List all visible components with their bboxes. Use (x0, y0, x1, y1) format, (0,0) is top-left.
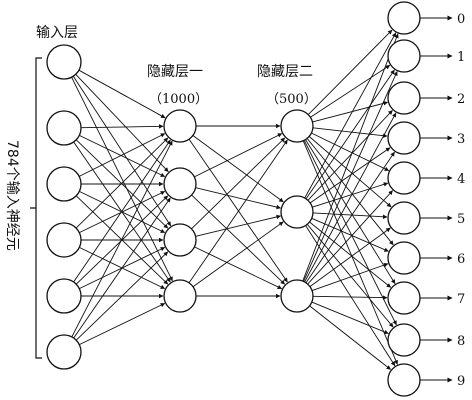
output-label-4: 4 (457, 172, 465, 187)
hidden-layer-2-title: 隐藏层二 (257, 64, 313, 80)
output-label-7: 7 (457, 292, 465, 307)
edge-hidden2-1-to-output-3 (312, 101, 389, 123)
input-bracket (30, 57, 42, 359)
edge-hidden2-3-to-output-4 (305, 151, 395, 284)
output-neuron-10 (387, 363, 421, 397)
edge-hidden2-3-to-output-8 (312, 295, 388, 300)
edge-hidden2-2-to-output-9 (306, 224, 394, 328)
edge-input-1-to-hidden1-3 (72, 75, 172, 227)
edge-hidden2-2-to-output-5 (312, 182, 389, 208)
output-label-0: 0 (457, 12, 465, 27)
input-neuron-2 (46, 110, 82, 146)
edge-hidden2-2-to-output-3 (307, 110, 393, 201)
edge-input-1-to-hidden1-1 (78, 69, 166, 119)
edge-hidden2-2-to-output-6 (312, 212, 388, 220)
edge-input-5-to-hidden1-1 (73, 139, 171, 283)
edge-input-3-to-hidden1-1 (78, 133, 166, 177)
edge-hidden1-2-to-hidden2-2 (195, 187, 281, 210)
hidden1-neuron-2 (163, 167, 197, 201)
hidden2-neuron-2 (280, 195, 314, 229)
hidden1-neuron-1 (163, 109, 197, 143)
edge-hidden2-3-to-output-6 (309, 227, 391, 287)
input-neuron-6 (46, 334, 82, 370)
input-neuron-3 (46, 166, 82, 202)
edge-hidden2-1-to-output-1 (307, 29, 393, 115)
edge-hidden1-3-to-hidden2-2 (195, 214, 281, 237)
output-neuron-7 (387, 241, 421, 275)
edge-hidden2-1-to-output-4 (312, 127, 388, 138)
edge-input-5-to-hidden1-2 (75, 195, 169, 285)
connection-edges (71, 29, 399, 370)
output-neuron-6 (387, 201, 421, 235)
input-neuron-5 (46, 278, 82, 314)
output-label-6: 6 (457, 252, 465, 267)
input-neuron-count-label: 784个输入神经元 (4, 140, 20, 251)
edge-hidden2-1-to-output-2 (310, 64, 391, 118)
output-label-9: 9 (457, 374, 465, 389)
hidden-layer-2-count: （500） (266, 92, 317, 107)
output-neuron-8 (387, 281, 421, 315)
hidden2-neuron-3 (280, 279, 314, 313)
edge-hidden1-1-to-hidden2-3 (188, 138, 288, 283)
output-neuron-5 (387, 161, 421, 195)
output-arrows: 0 1 2 3 4 5 6 7 8 9 (420, 12, 465, 389)
edge-hidden2-1-to-output-6 (308, 136, 392, 208)
output-neuron-1 (387, 1, 421, 35)
neuron-nodes (46, 1, 421, 397)
edge-hidden1-4-to-hidden2-1 (188, 139, 288, 284)
edge-input-6-to-hidden1-2 (73, 197, 171, 339)
edge-hidden2-3-to-output-9 (311, 301, 389, 335)
hidden-layer-1-title: 隐藏层一 (147, 64, 203, 80)
edge-hidden2-3-to-output-7 (311, 262, 389, 292)
edge-input-4-to-hidden1-1 (75, 137, 169, 229)
edge-hidden1-3-to-hidden2-1 (191, 137, 286, 230)
hidden1-neuron-4 (163, 279, 197, 313)
output-neuron-4 (387, 121, 421, 155)
edge-input-6-to-hidden1-3 (75, 251, 169, 341)
edge-input-2-to-hidden1-1 (80, 124, 164, 129)
edge-hidden1-2-to-hidden2-3 (191, 194, 286, 285)
edge-input-4-to-hidden1-2 (79, 190, 166, 234)
input-neuron-4 (46, 222, 82, 258)
output-label-8: 8 (457, 334, 465, 349)
output-label-2: 2 (457, 92, 465, 107)
edge-input-6-to-hidden1-4 (79, 302, 166, 346)
edge-hidden2-1-to-output-7 (306, 138, 394, 246)
edge-input-1-to-hidden1-4 (71, 77, 173, 282)
edge-hidden2-3-to-output-5 (307, 190, 393, 285)
edge-hidden2-3-to-output-2 (303, 71, 398, 282)
input-layer-title: 输入层 (36, 25, 78, 41)
output-label-3: 3 (457, 132, 465, 147)
edge-input-6-to-hidden1-1 (71, 140, 173, 338)
edge-hidden1-2-to-hidden2-1 (194, 133, 283, 178)
output-neuron-3 (387, 81, 421, 115)
hidden1-neuron-3 (163, 223, 197, 257)
edge-hidden1-4-to-hidden2-2 (192, 221, 284, 288)
edge-hidden2-1-to-output-10 (302, 140, 398, 365)
edge-hidden2-2-to-output-7 (311, 217, 389, 252)
edge-hidden1-3-to-hidden2-3 (194, 246, 283, 290)
edge-hidden2-2-to-output-10 (305, 225, 396, 367)
hidden-layer-1-count: （1000） (149, 92, 208, 107)
edge-hidden2-2-to-output-4 (309, 147, 391, 204)
output-label-1: 1 (457, 50, 465, 65)
edge-hidden2-1-to-output-5 (311, 132, 390, 172)
edge-hidden2-1-to-output-8 (305, 139, 396, 284)
edge-hidden2-2-to-output-8 (309, 221, 392, 288)
edge-hidden2-2-to-output-1 (304, 32, 397, 199)
output-label-5: 5 (457, 212, 465, 227)
edge-hidden1-1-to-hidden2-2 (192, 135, 284, 203)
edge-hidden2-3-to-output-3 (304, 112, 397, 283)
output-neuron-9 (387, 323, 421, 357)
edge-hidden2-3-to-output-10 (309, 305, 391, 370)
edge-hidden2-3-to-output-1 (302, 33, 399, 282)
hidden2-neuron-1 (280, 109, 314, 143)
edge-hidden2-2-to-output-2 (305, 69, 395, 200)
edge-input-1-to-hidden1-2 (75, 73, 169, 173)
input-neuron-1 (46, 44, 82, 80)
output-neuron-2 (387, 39, 421, 73)
